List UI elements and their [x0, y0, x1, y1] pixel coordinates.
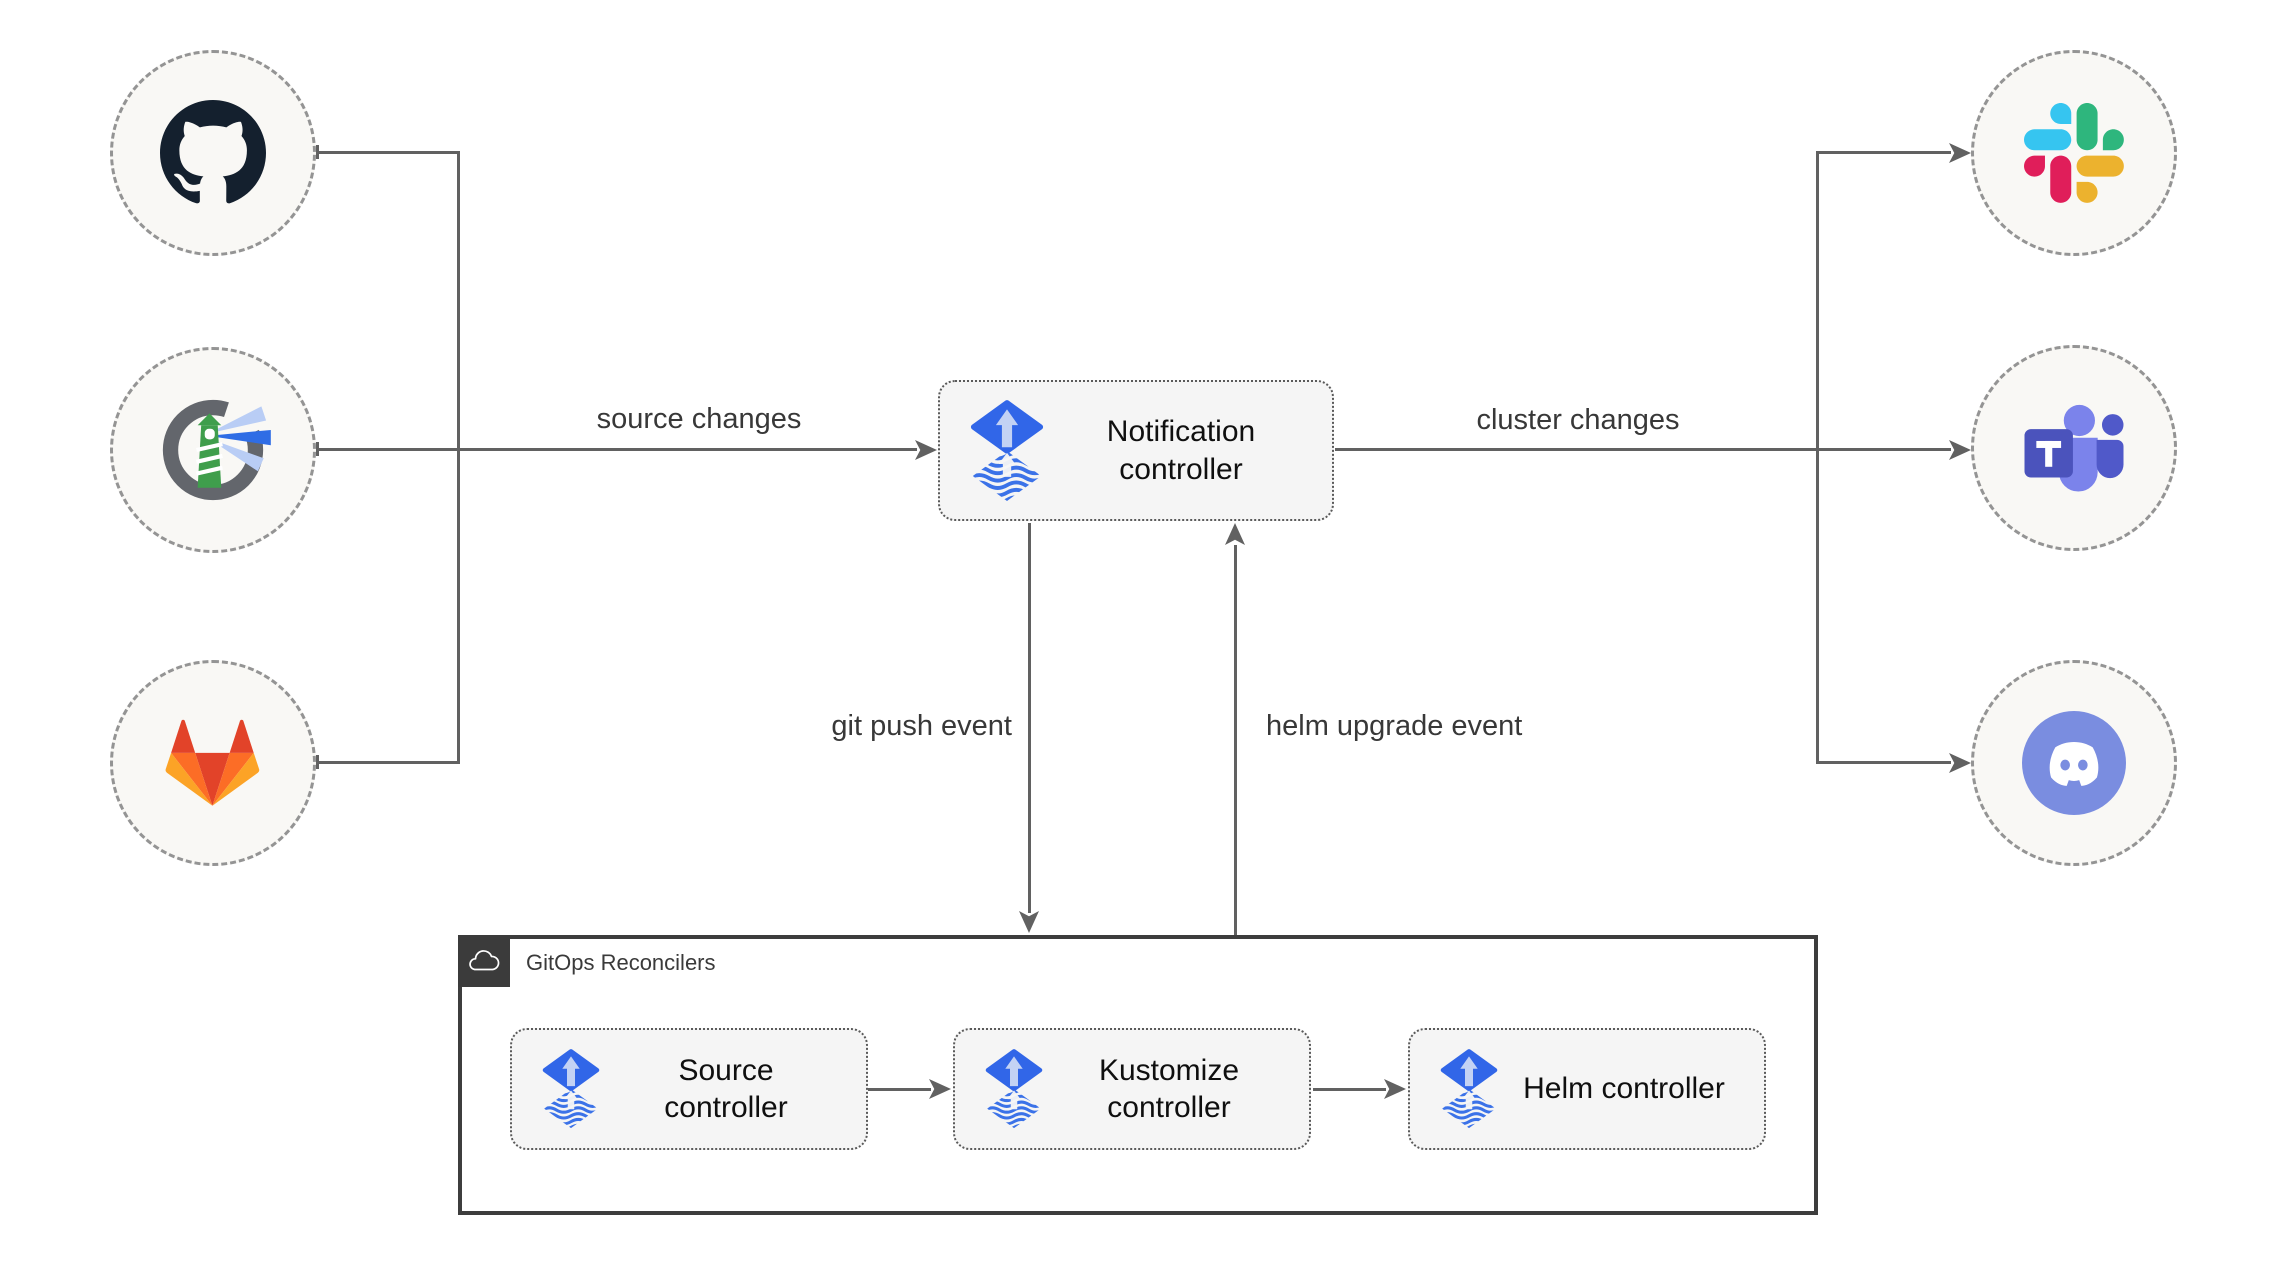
arrowhead-into-reconcilers: [1019, 911, 1039, 933]
teams-icon: [2018, 399, 2130, 498]
arrowhead-into-slack: [1949, 143, 1971, 163]
flux-icon: [970, 399, 1044, 503]
connector-source-changes-line: [318, 448, 917, 451]
connector-cluster-changes-line: [1335, 448, 1951, 451]
source-controller-label: Source controller: [664, 1053, 788, 1125]
node-github: [110, 50, 316, 256]
source-controller-box: Source controller: [510, 1028, 868, 1150]
connector-gitlab-to-bus: [318, 761, 460, 764]
edge-label-cluster-changes: cluster changes: [1379, 404, 1777, 437]
flux-icon: [985, 1048, 1043, 1130]
flux-icon: [1440, 1048, 1498, 1130]
connector-git-push-line: [1028, 523, 1031, 913]
arrowhead-into-notification-bottom: [1225, 523, 1245, 545]
notification-controller-label: Notification controller: [1106, 415, 1256, 486]
connector-bus-to-slack: [1817, 151, 1951, 154]
edge-label-git-push-event: git push event: [708, 710, 1016, 743]
gitops-reconcilers-container: GitOps Reconcilers: [458, 935, 1818, 1215]
connector-tick-github: [316, 145, 319, 159]
connector-bus-to-discord: [1817, 761, 1951, 764]
connector-left-bus: [457, 151, 460, 764]
node-harbor: [110, 347, 316, 553]
arrowhead-into-discord: [1949, 753, 1971, 773]
connector-github-to-bus: [318, 151, 460, 154]
flux-icon: [542, 1048, 600, 1130]
github-icon: [160, 100, 266, 206]
connector-source-to-kustomize: [868, 1088, 931, 1091]
connector-tick-harbor: [316, 442, 319, 456]
container-title: GitOps Reconcilers: [526, 950, 716, 975]
cloud-icon: [467, 948, 501, 974]
arrowhead-into-notification: [915, 440, 937, 460]
node-gitlab: [110, 660, 316, 866]
edge-label-source-changes: source changes: [500, 403, 898, 436]
connector-right-bus: [1816, 151, 1819, 764]
kustomize-controller-label: Kustomize controller: [1098, 1053, 1240, 1125]
helm-controller-box: Helm controller: [1408, 1028, 1766, 1150]
discord-icon: [2022, 711, 2126, 815]
connector-tick-gitlab: [316, 755, 319, 769]
gitlab-icon: [161, 716, 265, 810]
connector-kustomize-to-helm: [1313, 1088, 1386, 1091]
slack-icon: [2024, 103, 2124, 203]
connector-helm-upgrade-line: [1234, 545, 1237, 935]
notification-controller-box: Notification controller: [938, 380, 1334, 521]
node-discord: [1971, 660, 2177, 866]
arrowhead-into-teams: [1949, 440, 1971, 460]
helm-controller-label: Helm controller: [1523, 1072, 1725, 1106]
node-teams: [1971, 345, 2177, 551]
harbor-icon: [154, 391, 272, 509]
container-header-badge: [458, 935, 510, 987]
edge-label-helm-upgrade-event: helm upgrade event: [1262, 710, 1670, 743]
node-slack: [1971, 50, 2177, 256]
kustomize-controller-box: Kustomize controller: [953, 1028, 1311, 1150]
